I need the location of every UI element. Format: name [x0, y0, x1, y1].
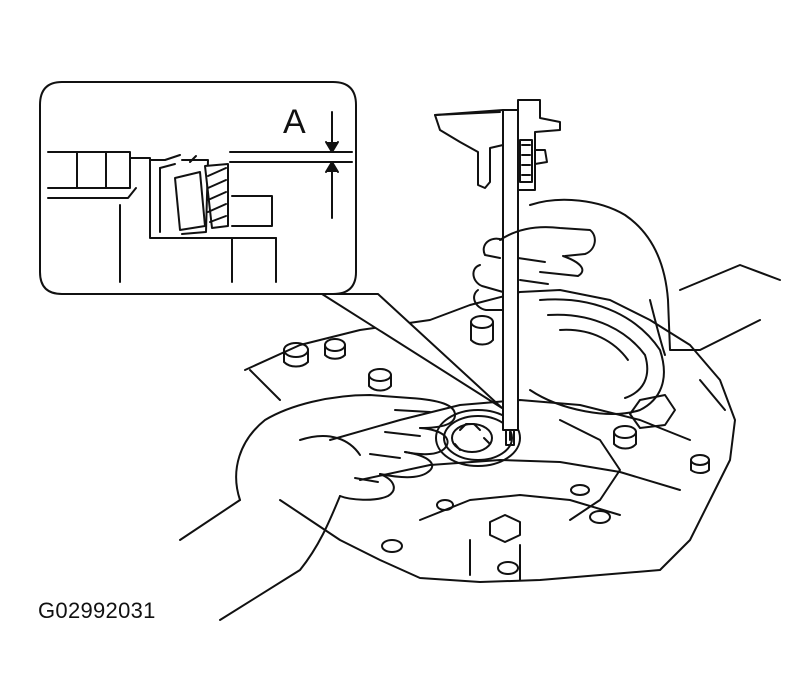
bolt-11 [497, 561, 519, 575]
bolt-3 [368, 368, 392, 392]
bolt-5 [629, 394, 676, 429]
transmission-case [244, 289, 736, 583]
dimension-a [229, 111, 353, 219]
bolt-4 [470, 315, 494, 346]
right-hand [472, 198, 781, 356]
bolt-8 [489, 514, 521, 543]
bolt-2 [324, 338, 346, 360]
case-bolts [283, 315, 710, 575]
bolt-1 [283, 342, 309, 368]
figure-code: G02992031 [38, 598, 156, 623]
bolt-6 [613, 425, 637, 450]
left-hand [179, 394, 456, 621]
dimension-a-label: A [283, 103, 306, 141]
bolt-7 [690, 454, 710, 474]
detail-cross-section [47, 151, 277, 283]
bolt-13 [436, 499, 454, 511]
bolt-12 [570, 484, 590, 496]
vernier-caliper [434, 99, 561, 446]
output-shaft-bearing [435, 409, 521, 467]
bolt-10 [589, 510, 611, 524]
detail-callout [39, 81, 503, 409]
bolt-9 [381, 539, 403, 553]
